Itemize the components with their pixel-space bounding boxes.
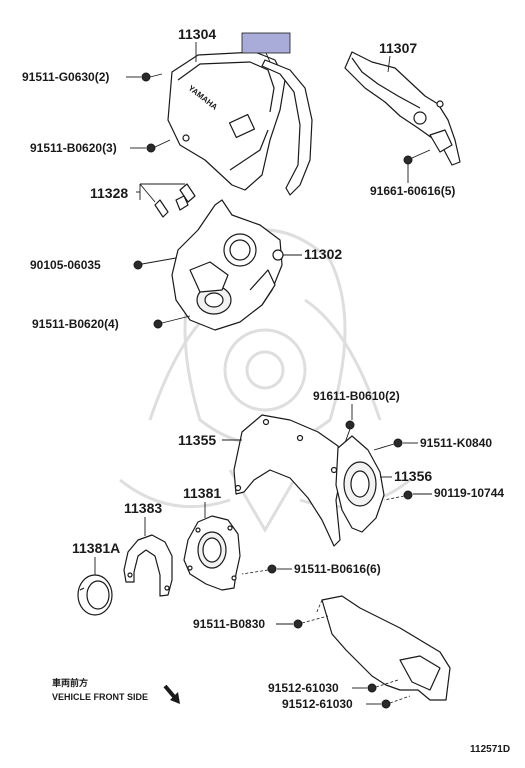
label-11355: 11355 bbox=[178, 432, 216, 448]
plate-11356[interactable] bbox=[335, 435, 385, 533]
label-91661-60616: 91661-60616(5) bbox=[370, 184, 455, 198]
guide-pins-11328[interactable] bbox=[154, 183, 196, 218]
label-11383: 11383 bbox=[124, 500, 162, 516]
bolt-91511-b0616[interactable] bbox=[241, 564, 277, 575]
bolt-91512-61030-lower[interactable] bbox=[381, 695, 411, 709]
timing-cover-upper[interactable]: YAMAHA bbox=[167, 51, 286, 191]
label-91511-b0830: 91511-B0830 bbox=[193, 617, 265, 631]
label-11381: 11381 bbox=[183, 485, 221, 501]
retainer-11383[interactable] bbox=[123, 534, 173, 597]
timing-cover-gasket[interactable] bbox=[261, 59, 313, 196]
bolt-91511-b0620-upper[interactable] bbox=[146, 139, 171, 153]
plate-11355[interactable] bbox=[233, 414, 343, 547]
label-91511-b0620-3: 91511-B0620(3) bbox=[30, 141, 117, 155]
bolt-91512-61030-upper[interactable] bbox=[367, 679, 399, 693]
bolt-91511-b0620-lower[interactable] bbox=[153, 315, 191, 329]
label-90119-10744: 90119-10744 bbox=[434, 486, 504, 500]
label-11304: 11304 bbox=[178, 26, 216, 42]
oil-seal-retainer-11381[interactable] bbox=[183, 515, 241, 591]
direction-note-jp: 車両前方 bbox=[52, 677, 88, 688]
label-91611-b0610: 91611-B0610(2) bbox=[313, 389, 400, 403]
highlight-box[interactable] bbox=[241, 32, 291, 54]
bolt-91661-60616[interactable] bbox=[403, 149, 431, 165]
label-91511-k0840: 91511-K0840 bbox=[420, 436, 492, 450]
label-91511-b0620-4: 91511-B0620(4) bbox=[32, 317, 119, 331]
bolt-90105-06035[interactable] bbox=[133, 257, 177, 270]
oil-pan[interactable] bbox=[315, 595, 451, 701]
label-91511-g0630: 91511-G0630(2) bbox=[22, 70, 109, 84]
label-11302: 11302 bbox=[304, 246, 342, 262]
bolt-91611-b0610[interactable] bbox=[345, 420, 355, 441]
front-direction-arrow-icon bbox=[163, 684, 180, 704]
bolt-91511-k0840[interactable] bbox=[373, 438, 403, 451]
label-11381a: 11381A bbox=[72, 540, 120, 556]
label-90105-06035: 90105-06035 bbox=[30, 258, 101, 272]
label-11356: 11356 bbox=[394, 468, 432, 484]
bolt-90119-10744[interactable] bbox=[383, 490, 413, 501]
diagram-reference: 112571D bbox=[470, 744, 510, 755]
bolt-91511-b0830[interactable] bbox=[293, 615, 329, 629]
label-91512-61030-a: 91512-61030 bbox=[268, 681, 339, 695]
label-91511-b0616: 91511-B0616(6) bbox=[294, 562, 381, 576]
direction-note-en: VEHICLE FRONT SIDE bbox=[52, 692, 148, 702]
label-11307: 11307 bbox=[379, 40, 417, 56]
label-11328: 11328 bbox=[90, 185, 128, 201]
timing-case-11302[interactable] bbox=[171, 199, 284, 331]
bracket-11307[interactable] bbox=[344, 51, 461, 166]
oil-seal-11381a[interactable] bbox=[77, 574, 113, 616]
bolt-91511-g0630[interactable] bbox=[141, 72, 163, 82]
label-91512-61030-b: 91512-61030 bbox=[282, 697, 353, 711]
